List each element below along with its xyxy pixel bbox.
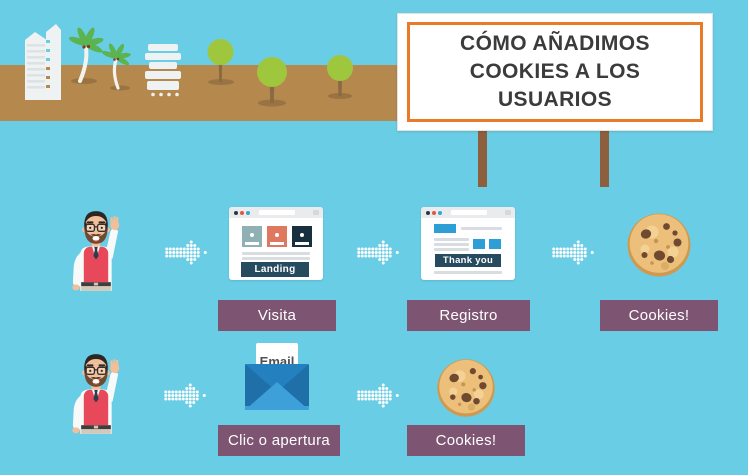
billboard-title-line-2: COOKIES A LOS: [469, 60, 641, 84]
form-button: [489, 239, 501, 249]
ground-strip: [0, 65, 420, 121]
header-block: [434, 224, 456, 233]
step-label-registro: Registro: [407, 300, 530, 331]
step-label-clic-o-apertura: Clic o apertura: [218, 425, 340, 456]
browser-topbar: [421, 207, 515, 218]
billboard: CÓMO AÑADIMOS COOKIES A LOS USUARIOS: [397, 13, 713, 131]
dotted-arrow-right-icon: [552, 240, 594, 265]
cookie-icon: [437, 359, 495, 417]
form-button: [473, 239, 485, 249]
window-dot-icon: [438, 210, 442, 215]
tree-icon: [257, 57, 287, 107]
city-scenery: [0, 24, 420, 121]
email-envelope-icon: Email: [245, 343, 309, 410]
tree-icon: [207, 39, 234, 85]
landing-banner: Landing: [241, 262, 309, 277]
billboard-border: CÓMO AÑADIMOS COOKIES A LOS USUARIOS: [407, 22, 703, 122]
cookie-icon: [627, 213, 691, 277]
text-line: [434, 243, 469, 246]
thumbnail-card: [267, 226, 287, 247]
browser-window-landing: Landing: [229, 207, 323, 280]
dotted-arrow-right-icon: [164, 383, 206, 408]
thumbnail-card: [242, 226, 262, 247]
window-dot-icon: [426, 210, 430, 215]
man-waving-icon: [71, 353, 120, 434]
tree-icon: [327, 55, 353, 99]
topbar-end-box: [505, 210, 511, 215]
step-label-visita: Visita: [218, 300, 336, 331]
text-line: [242, 252, 310, 255]
window-dot-icon: [432, 210, 436, 215]
text-line: [461, 226, 502, 230]
text-line: [434, 248, 469, 251]
dotted-arrow-right-icon: [357, 240, 399, 265]
step-label-cookies-row2: Cookies!: [407, 425, 525, 456]
topbar-end-box: [313, 210, 319, 215]
palm-tree-icon: [69, 27, 131, 91]
billboard-title-line-3: USUARIOS: [497, 87, 613, 111]
browser-window-thankyou: Thank you: [421, 207, 515, 280]
window-dot-icon: [246, 210, 250, 215]
window-dot-icon: [234, 210, 238, 215]
tower-building-icon: [145, 44, 181, 97]
address-bar: [451, 209, 487, 216]
skyscraper-icon: [25, 24, 61, 100]
thumbnail-card: [292, 226, 312, 247]
billboard-post-left: [478, 131, 487, 187]
text-line: [242, 257, 310, 260]
man-waving-icon: [71, 210, 120, 291]
billboard-post-right: [600, 131, 609, 187]
text-line: [434, 271, 502, 274]
address-bar: [259, 209, 295, 216]
dotted-arrow-right-icon: [165, 240, 207, 265]
thankyou-banner: Thank you: [435, 254, 501, 267]
text-line: [434, 238, 469, 241]
billboard-title-line-1: CÓMO AÑADIMOS: [460, 32, 650, 56]
step-label-cookies-row1: Cookies!: [600, 300, 718, 331]
browser-topbar: [229, 207, 323, 218]
window-dot-icon: [240, 210, 244, 215]
dotted-arrow-right-icon: [357, 383, 399, 408]
